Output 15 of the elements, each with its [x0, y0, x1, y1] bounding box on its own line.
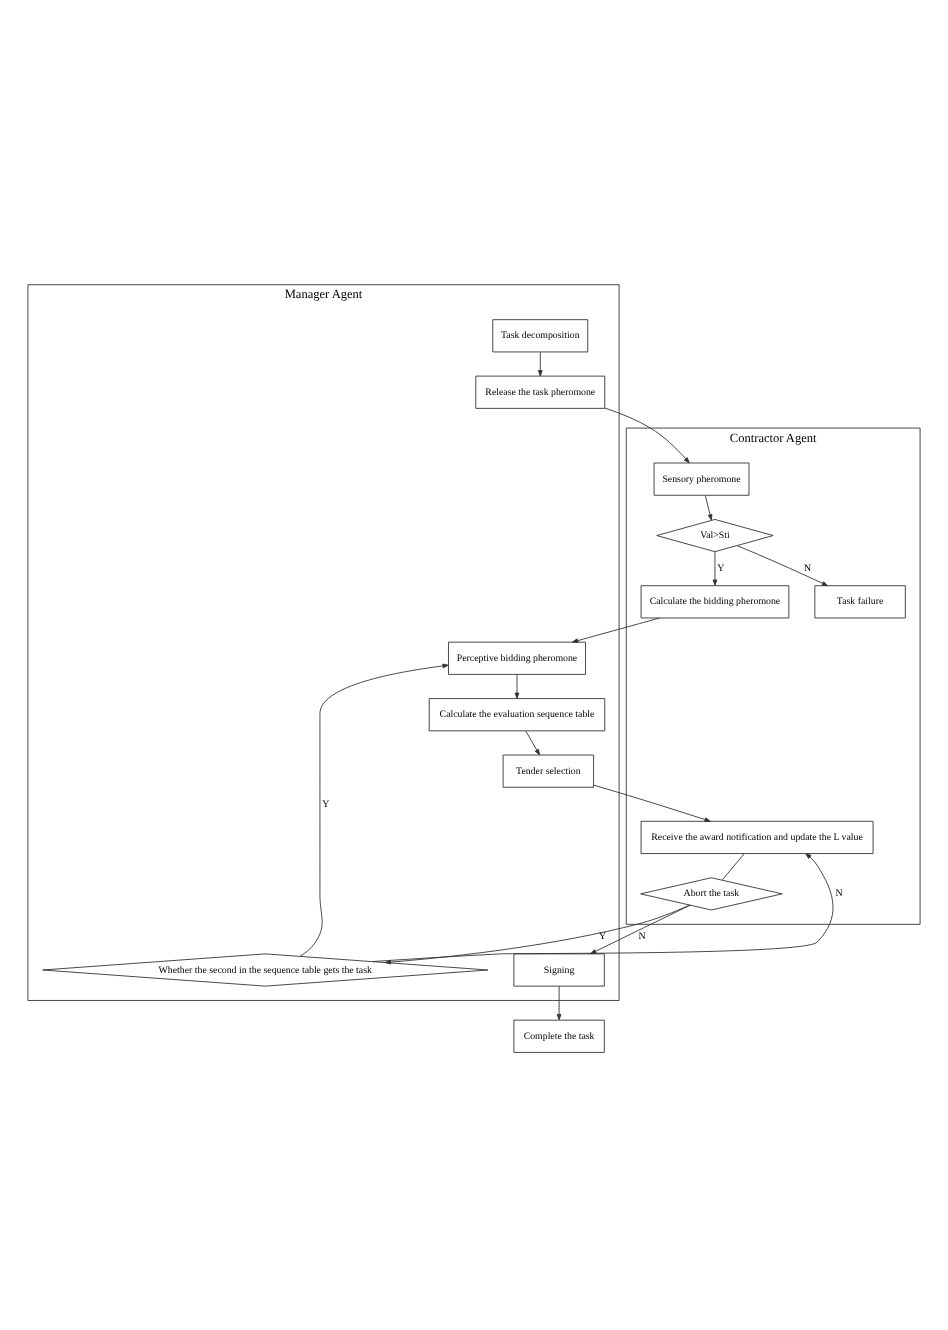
arrow — [514, 674, 520, 699]
arrow — [593, 784, 711, 822]
arrow — [704, 495, 713, 521]
arrow — [712, 551, 718, 586]
arrow — [299, 663, 449, 957]
arrow — [371, 853, 834, 963]
arrow — [525, 730, 540, 756]
arrow — [556, 985, 562, 1021]
arrow — [736, 545, 829, 587]
arrow — [590, 904, 691, 955]
connector — [721, 853, 745, 881]
arrow — [571, 617, 660, 643]
arrow — [604, 407, 690, 464]
arrow — [384, 904, 691, 965]
arrow — [537, 351, 543, 377]
